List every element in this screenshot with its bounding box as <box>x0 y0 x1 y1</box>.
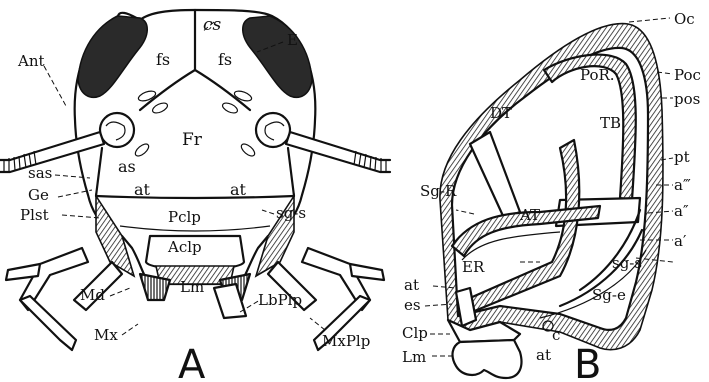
label-LbPlp: LbPlp <box>258 291 302 309</box>
label-a1: a′ <box>674 232 687 250</box>
label-pos: pos <box>674 90 700 108</box>
label-Oc: Oc <box>674 10 695 28</box>
ocellus-mark <box>233 89 253 103</box>
label-sgs-a: sg-s <box>276 204 306 222</box>
left-antennal-socket-inner <box>106 122 125 140</box>
right-antennal-socket-inner <box>265 122 284 140</box>
label-ER: ER <box>462 258 485 276</box>
ocellus-mark <box>151 101 169 115</box>
right-antennal-socket <box>256 113 290 147</box>
label-Sge: Sg-e <box>592 286 626 304</box>
ocellus-mark <box>137 89 157 103</box>
ocellus-mark <box>221 101 239 115</box>
label-Ant: Ant <box>17 52 45 70</box>
label-E: E <box>287 31 298 49</box>
label-at-right: at <box>230 180 247 199</box>
label-Plst: Plst <box>20 206 49 224</box>
label-as: as <box>118 157 136 176</box>
panel-letter-a: A <box>178 342 206 382</box>
label-DT: DT <box>490 104 512 122</box>
panel-letter-b: B <box>574 342 601 382</box>
label-cs: cs <box>203 15 222 35</box>
label-a2: a″ <box>674 202 689 220</box>
label-TB: TB <box>600 114 621 132</box>
label-Clp: Clp <box>402 324 428 342</box>
label-fs-right: fs <box>218 50 232 69</box>
left-subantennal-suture <box>96 148 102 196</box>
label-Fr: Fr <box>182 130 203 150</box>
right-antenna <box>286 132 390 172</box>
left-antennal-socket <box>100 113 134 147</box>
label-PoR: PoR. <box>580 66 615 84</box>
label-Lm-b: Lm <box>402 348 426 366</box>
label-fs-left: fs <box>156 50 170 69</box>
tentorial-mark <box>239 142 256 158</box>
clypeal-suture <box>120 226 270 231</box>
label-Aclp: Aclp <box>167 238 202 256</box>
label-Mx: Mx <box>94 326 118 344</box>
tentorial-mark <box>133 142 150 158</box>
label-a3: a‴ <box>674 176 691 194</box>
label-AT: AT <box>519 206 540 224</box>
label-Lm-a: Lm <box>180 278 204 296</box>
label-sas: sas <box>28 164 52 182</box>
panel-b-drawing <box>440 24 663 378</box>
label-es: es <box>404 296 421 314</box>
label-Pclp: Pclp <box>168 208 201 226</box>
label-at-b: at <box>404 276 419 294</box>
label-Poc: Poc <box>674 66 701 84</box>
label-at-left: at <box>134 180 151 199</box>
left-compound-eye <box>78 16 147 97</box>
left-maxillary-palp-tip <box>20 296 76 350</box>
label-sgs-b: sg-s <box>612 254 642 272</box>
labrum-b <box>453 340 522 378</box>
label-Md: Md <box>80 286 105 304</box>
label-MxPlp: MxPlp <box>322 332 370 350</box>
label-at2-b: at <box>536 346 551 364</box>
label-c: c <box>552 326 560 344</box>
right-compound-eye <box>243 16 312 97</box>
label-Ge: Ge <box>28 186 49 204</box>
right-subantennal-suture <box>288 148 294 196</box>
label-SgR: Sg-R <box>420 182 457 200</box>
epistomal-suture <box>96 196 294 198</box>
panel-a-drawing <box>0 10 390 350</box>
label-pt: pt <box>674 148 690 166</box>
